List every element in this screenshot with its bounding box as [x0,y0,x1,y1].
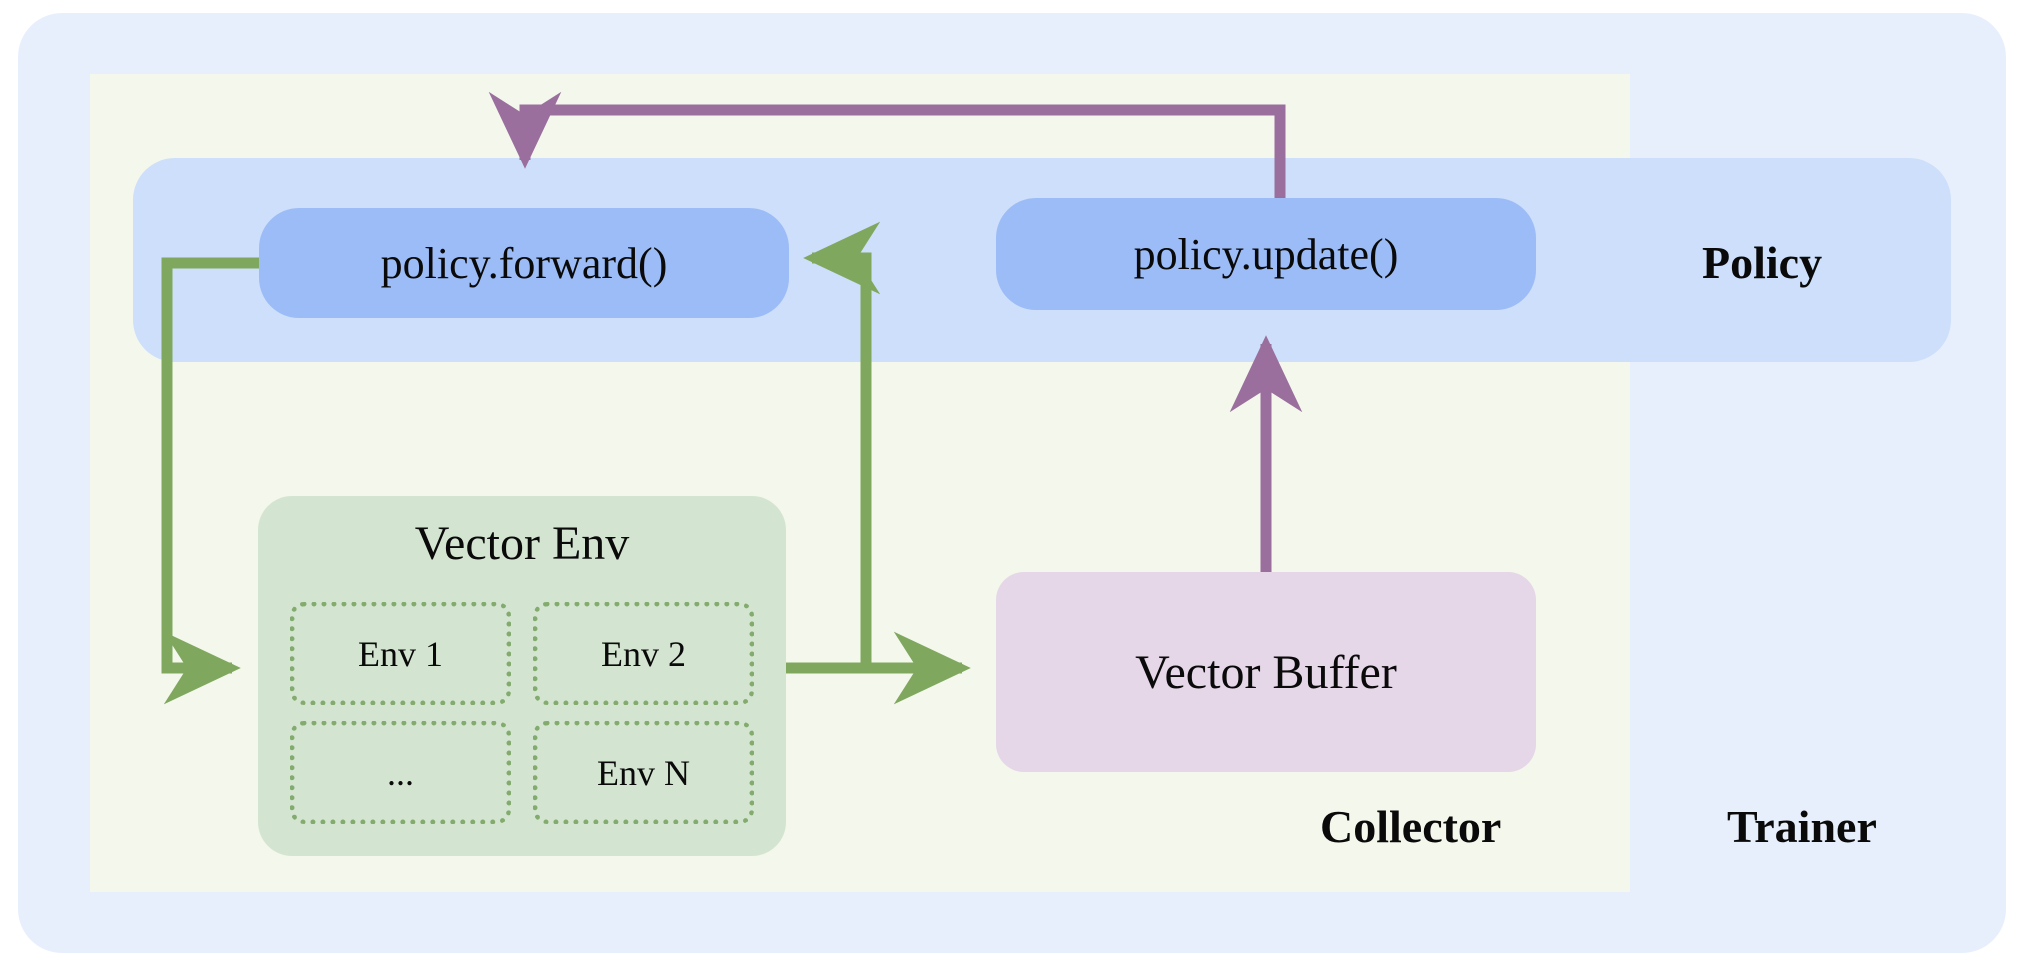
node-vector-buffer[interactable]: Vector Buffer [996,572,1536,772]
edge-env-to-forward [786,221,881,674]
env-chip-grid: Env 1 Env 2 ... Env N [290,602,754,824]
env-chip[interactable]: Env N [533,721,754,824]
env-chip[interactable]: Env 2 [533,602,754,705]
env-chip[interactable]: ... [290,721,511,824]
node-policy-forward[interactable]: policy.forward() [259,208,789,318]
env-chip[interactable]: Env 1 [290,602,511,705]
node-vector-buffer-label: Vector Buffer [1135,645,1397,699]
vector-env-title: Vector Env [414,517,630,570]
node-policy-update[interactable]: policy.update() [996,198,1536,310]
collector-group-label: Collector [1320,801,1502,852]
env-chip-label: ... [387,752,414,793]
env-chip-label: Env 1 [358,633,443,674]
node-policy-update-label: policy.update() [1133,229,1399,279]
env-chip-label: Env N [597,752,690,793]
edge-update-to-forward [488,91,1286,198]
edge-forward-to-env [161,257,259,705]
node-policy-forward-label: policy.forward() [380,238,668,288]
node-vector-env[interactable]: Vector Env Env 1 Env 2 ... Env N [258,496,786,856]
policy-group-label: Policy [1702,237,1823,288]
env-chip-label: Env 2 [601,633,686,674]
trainer-group-label: Trainer [1727,801,1877,852]
